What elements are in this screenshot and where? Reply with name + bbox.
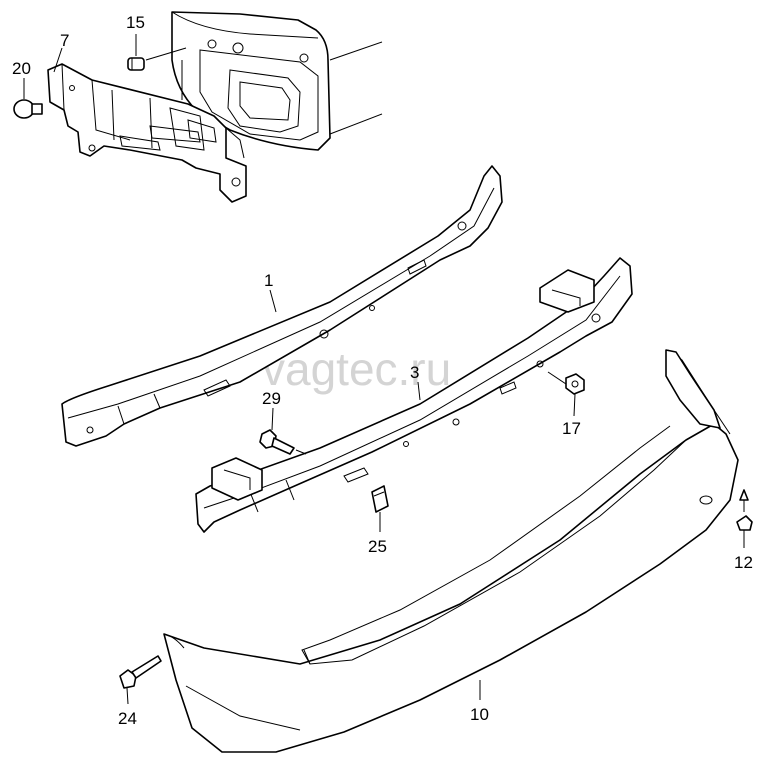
callouts: 15 7 20 1 3 29 17 25 12 24 10 <box>12 13 753 728</box>
callout-24: 24 <box>118 709 137 728</box>
callout-12: 12 <box>734 553 753 572</box>
mounting-bracket <box>47 63 247 203</box>
callout-1: 1 <box>264 271 273 290</box>
bolt-part <box>259 429 295 455</box>
bumper-cover <box>163 349 739 753</box>
button-plug-part <box>13 99 43 119</box>
callout-25: 25 <box>368 537 387 556</box>
callout-20: 20 <box>12 59 31 78</box>
stud-nut-part <box>127 57 145 71</box>
screw-part <box>119 655 162 689</box>
callout-15: 15 <box>126 13 145 32</box>
callout-3: 3 <box>410 363 419 382</box>
bumper-reinforcement-lower <box>195 257 633 533</box>
callout-29: 29 <box>262 389 281 408</box>
leader-lines <box>23 34 749 705</box>
nut-part <box>565 373 585 395</box>
bumper-reinforcement-upper <box>61 165 503 447</box>
callout-10: 10 <box>470 705 489 724</box>
callout-7: 7 <box>60 31 69 50</box>
callout-17: 17 <box>562 419 581 438</box>
clip-part <box>736 515 753 531</box>
clip-nut-part <box>371 485 389 513</box>
